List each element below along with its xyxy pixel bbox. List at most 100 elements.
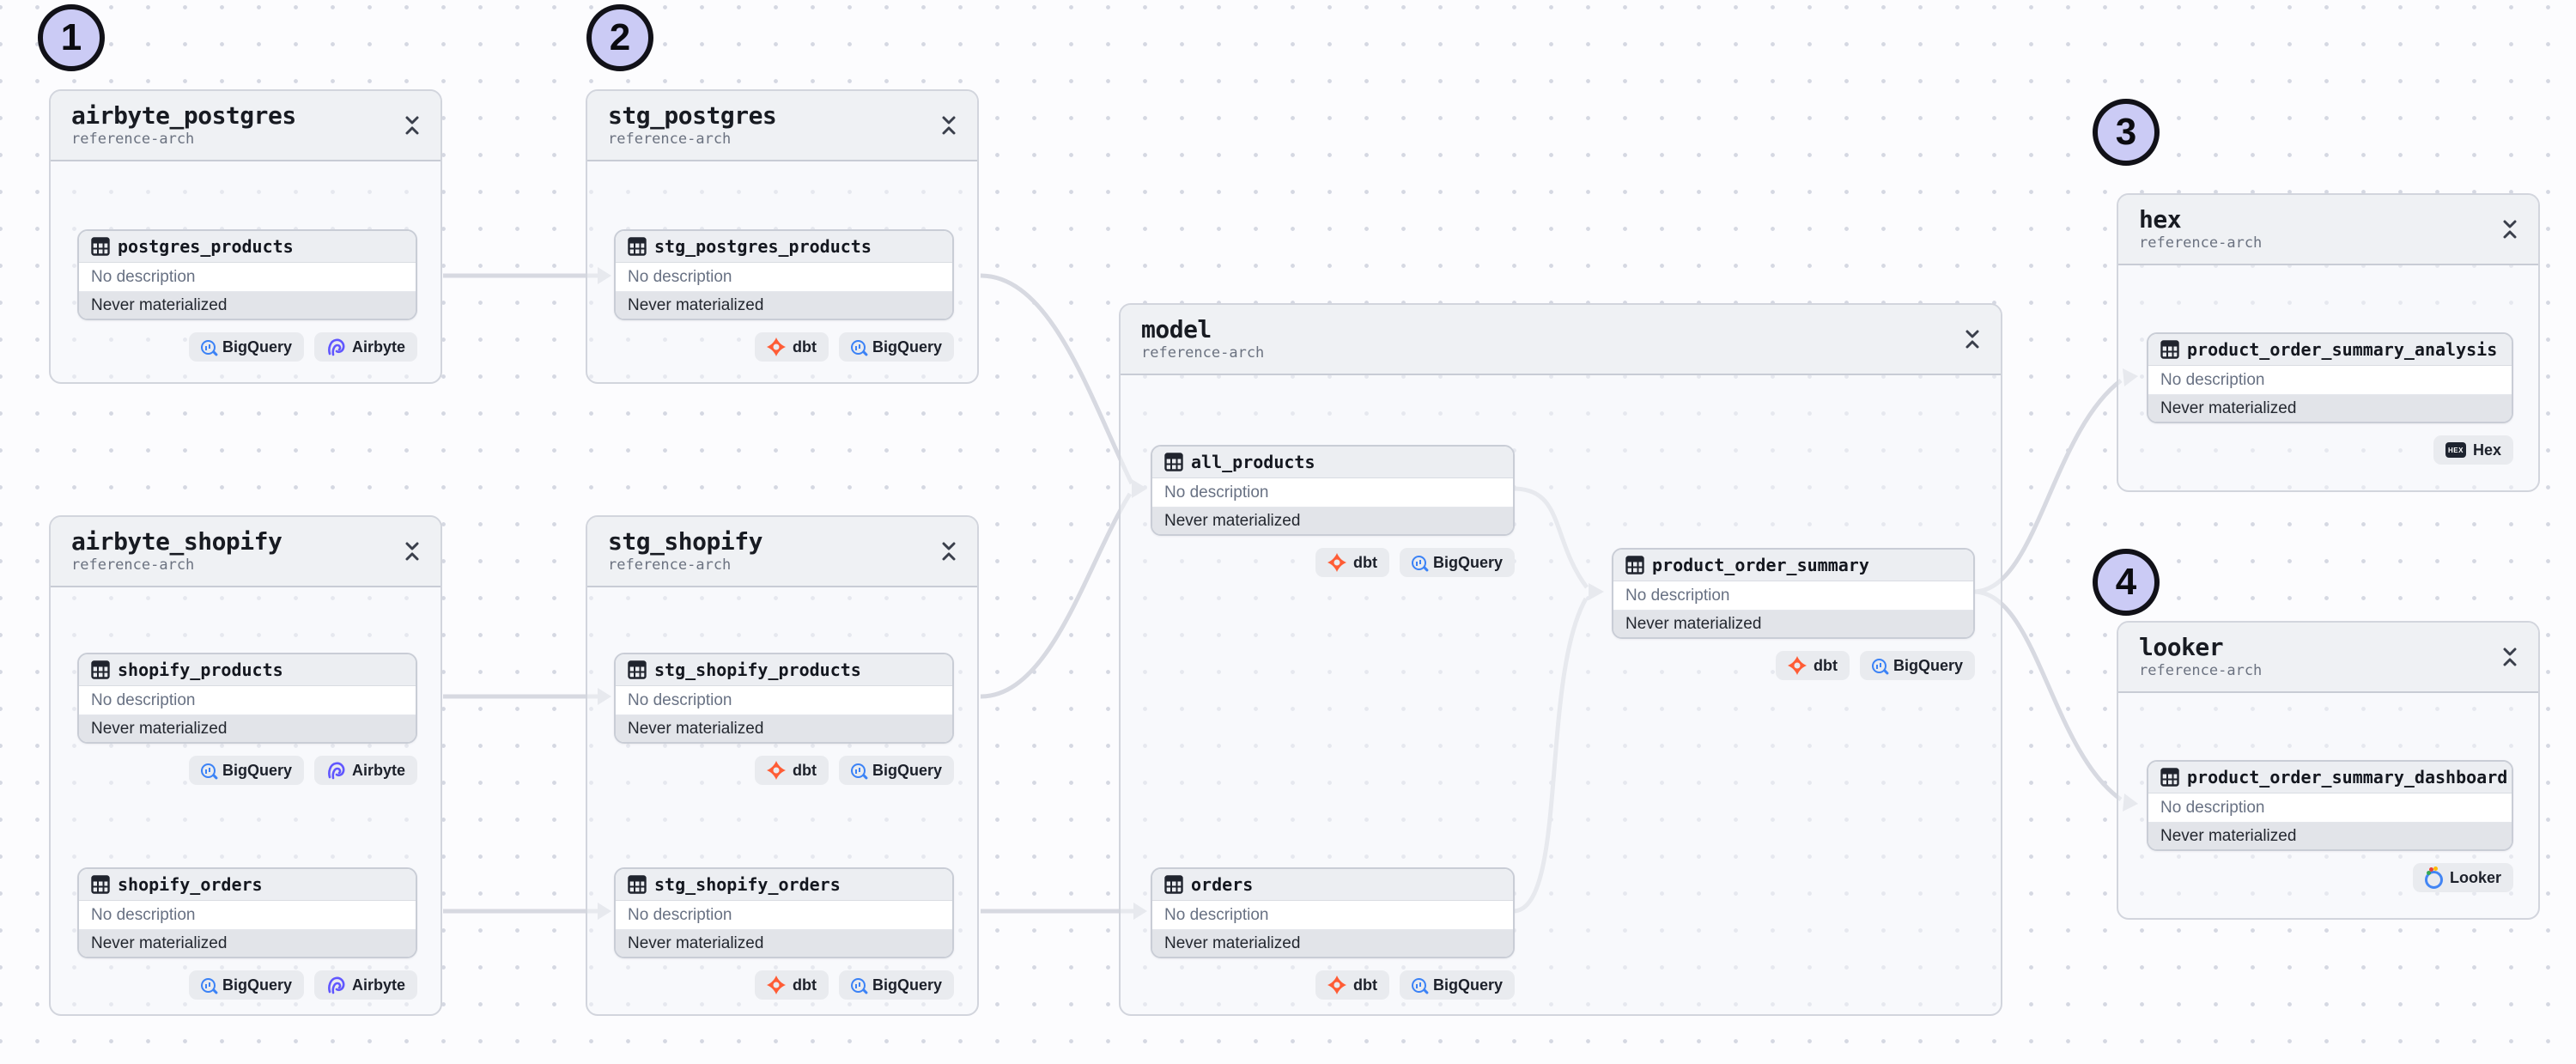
badge-airbyte[interactable]: Airbyte [313,970,417,1000]
collapse-icon[interactable] [934,538,963,567]
asset-card-stg_shopify_orders[interactable]: stg_shopify_orders No description Never … [614,867,954,958]
asset-description: No description [79,686,416,715]
badge-dbt[interactable]: dbt [1775,651,1850,680]
bigquery-icon [1411,977,1426,993]
group-subtitle: reference-arch [608,131,732,148]
badge-bigquery[interactable]: BigQuery [188,756,304,785]
asset-name: stg_postgres_products [654,236,872,257]
asset-name: shopify_products [118,660,283,680]
bigquery-icon [200,977,216,993]
asset-card-stg_postgres_products[interactable]: stg_postgres_products No description Nev… [614,229,954,320]
annotation-circle-4: 4 [2093,549,2160,616]
annotation-circle-3: 3 [2093,99,2160,166]
asset-badges: BigQuery Airbyte [77,970,417,1000]
asset-card-all_products[interactable]: all_products No description Never materi… [1151,445,1515,536]
group-hex: hex reference-arch product_order_summary… [2117,193,2540,492]
edge-stg_postgres_products-all_products [980,273,1134,485]
asset-card-postgres_products[interactable]: postgres_products No description Never m… [77,229,417,320]
dbt-icon [1327,553,1346,572]
asset-name: stg_shopify_orders [654,874,841,895]
edge-stg_shopify_products-all_products [980,492,1133,699]
group-header[interactable]: stg_postgres reference-arch [587,91,977,161]
group-header[interactable]: model reference-arch [1121,305,2001,375]
table-icon [2160,340,2179,359]
badge-dbt[interactable]: dbt [1315,548,1389,577]
asset-badges: BigQuery Airbyte [77,332,417,362]
badge-label: Airbyte [351,761,405,779]
asset-status: Never materialized [2148,823,2512,849]
group-subtitle: reference-arch [71,556,195,574]
group-header[interactable]: airbyte_postgres reference-arch [51,91,440,161]
table-icon [628,875,647,894]
asset-badges: dbt BigQuery [1151,970,1515,1000]
table-icon [91,660,110,679]
table-icon [1625,556,1644,575]
group-header[interactable]: airbyte_shopify reference-arch [51,517,440,587]
badge-bigquery[interactable]: BigQuery [1859,651,1975,680]
badge-airbyte[interactable]: Airbyte [313,332,417,362]
badge-dbt[interactable]: dbt [754,970,829,1000]
asset-name: shopify_orders [118,874,263,895]
airbyte-icon [326,761,345,780]
badge-dbt[interactable]: dbt [754,332,829,362]
table-icon [91,237,110,256]
asset-card-shopify_orders[interactable]: shopify_orders No description Never mate… [77,867,417,958]
badge-bigquery[interactable]: BigQuery [188,332,304,362]
badge-label: Looker [2449,868,2501,886]
group-subtitle: reference-arch [2139,234,2263,252]
badge-dbt[interactable]: dbt [754,756,829,785]
collapse-icon[interactable] [2495,643,2524,672]
badge-label: BigQuery [222,761,292,779]
asset-card-product_order_summary_dashboard[interactable]: product_order_summary_dashboard No descr… [2147,760,2513,851]
badge-label: BigQuery [872,976,942,994]
badge-bigquery[interactable]: BigQuery [1399,548,1515,577]
table-icon [628,660,647,679]
group-header[interactable]: looker reference-arch [2118,623,2538,693]
asset-name: stg_shopify_products [654,660,861,680]
badge-label: dbt [792,761,817,779]
hex-icon: HEX [2445,442,2466,458]
group-header[interactable]: hex reference-arch [2118,195,2538,265]
asset-badges: dbt BigQuery [1612,651,1975,680]
asset-status: Never materialized [616,930,952,957]
badge-looker[interactable]: Looker [2412,863,2513,892]
collapse-icon[interactable] [398,112,427,141]
bigquery-icon [1871,658,1886,673]
collapse-icon[interactable] [2495,216,2524,245]
group-title: airbyte_postgres [71,101,296,130]
asset-card-shopify_products[interactable]: shopify_products No description Never ma… [77,653,417,744]
asset-card-stg_shopify_products[interactable]: stg_shopify_products No description Neve… [614,653,954,744]
badge-label: dbt [792,976,817,994]
group-subtitle: reference-arch [2139,662,2263,679]
asset-badges: dbt BigQuery [1151,548,1515,577]
asset-card-product_order_summary_analysis[interactable]: product_order_summary_analysis No descri… [2147,332,2513,423]
badge-bigquery[interactable]: BigQuery [838,970,954,1000]
collapse-icon[interactable] [1958,325,1987,355]
group-airbyte_postgres: airbyte_postgres reference-arch postgres… [49,89,442,384]
badge-bigquery[interactable]: BigQuery [838,756,954,785]
asset-status: Never materialized [1152,508,1513,534]
asset-card-orders[interactable]: orders No description Never materialized [1151,867,1515,958]
annotation-circle-1: 1 [38,4,105,71]
badge-bigquery[interactable]: BigQuery [838,332,954,362]
collapse-icon[interactable] [398,538,427,567]
group-stg_shopify: stg_shopify reference-arch stg_shopify_p… [586,515,979,1016]
group-header[interactable]: stg_shopify reference-arch [587,517,977,587]
badge-bigquery[interactable]: BigQuery [188,970,304,1000]
bigquery-icon [1411,555,1426,570]
badge-bigquery[interactable]: BigQuery [1399,970,1515,1000]
badge-dbt[interactable]: dbt [1315,970,1389,1000]
group-title: airbyte_shopify [71,527,283,556]
badge-airbyte[interactable]: Airbyte [313,756,417,785]
asset-status: Never materialized [79,292,416,319]
asset-status: Never materialized [616,292,952,319]
collapse-icon[interactable] [934,112,963,141]
asset-card-product_order_summary[interactable]: product_order_summary No description Nev… [1612,548,1975,639]
group-subtitle: reference-arch [608,556,732,574]
group-title: looker [2139,633,2224,661]
asset-description: No description [1152,901,1513,930]
badge-label: Airbyte [351,976,405,994]
asset-status: Never materialized [616,715,952,742]
